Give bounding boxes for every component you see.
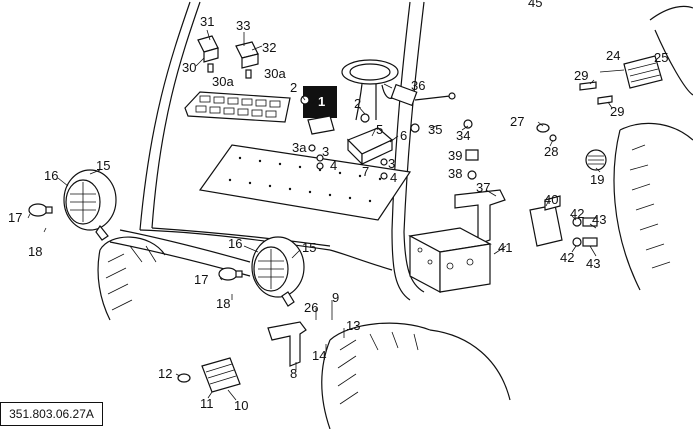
callout-3a: 3a — [292, 140, 307, 155]
side-lamp — [201, 357, 241, 393]
callout-27: 27 — [510, 114, 524, 129]
callout-42-b: 42 — [560, 250, 574, 265]
callout-30: 30 — [182, 60, 196, 75]
callout-4-a: 4 — [330, 158, 337, 173]
reflector — [585, 149, 607, 171]
bulb-27-28 — [536, 123, 557, 142]
callout-40: 40 — [544, 192, 558, 207]
callout-41: 41 — [498, 240, 512, 255]
leader-lines — [27, 29, 625, 401]
callout-14: 14 — [312, 348, 326, 363]
callout-35: 35 — [428, 122, 442, 137]
callout-29-b: 29 — [610, 104, 624, 119]
callout-42-a: 42 — [570, 206, 584, 221]
callout-45: 45 — [528, 0, 542, 10]
front-right-tyre — [321, 322, 511, 429]
bulb-right — [218, 267, 243, 281]
callout-30a-2: 30a — [264, 66, 286, 81]
callout-3-b: 3 — [322, 144, 329, 159]
callout-19: 19 — [590, 172, 604, 187]
callout-17-b: 17 — [194, 272, 208, 287]
callout-9: 9 — [332, 290, 339, 305]
callout-24: 24 — [606, 48, 620, 63]
callout-15-a: 15 — [96, 158, 110, 173]
bolt-42-43-bottom — [572, 237, 598, 247]
callout-43-a: 43 — [592, 212, 606, 227]
callout-26: 26 — [304, 300, 318, 315]
callout-6: 6 — [400, 128, 407, 143]
cab-frame — [109, 1, 425, 301]
callout-31: 31 — [200, 14, 214, 29]
bulb-12 — [177, 373, 191, 383]
fasteners — [300, 95, 479, 180]
steering-wheel — [341, 59, 399, 121]
callout-25: 25 — [654, 50, 668, 65]
callout-33: 33 — [236, 18, 250, 33]
callout-16-b: 16 — [228, 236, 242, 251]
callout-5: 5 — [376, 122, 383, 137]
headlight-right — [251, 236, 305, 307]
rear-lamp — [623, 55, 663, 89]
callout-29-a: 29 — [574, 68, 588, 83]
mounting-bracket — [454, 189, 506, 245]
callout-3-c: 3 — [388, 156, 395, 171]
callout-30a-1: 30a — [212, 74, 234, 89]
screws-29 — [579, 81, 613, 105]
bulb-left — [28, 203, 53, 217]
reference-code: 351.803.06.27A — [0, 402, 103, 426]
callout-12: 12 — [158, 366, 172, 381]
headlight-bracket — [267, 321, 307, 367]
callout-2-b: 2 — [354, 96, 361, 111]
fuse-box — [346, 127, 394, 166]
callout-2-a: 2 — [290, 80, 297, 95]
callout-8: 8 — [290, 366, 297, 381]
callout-16-a: 16 — [44, 168, 58, 183]
callout-10: 10 — [234, 398, 248, 413]
rocker-switch-left — [197, 35, 219, 73]
callout-28: 28 — [544, 144, 558, 159]
control-module — [529, 195, 563, 247]
switch-panel — [184, 91, 291, 123]
callout-18-a: 18 — [28, 244, 42, 259]
callout-17-a: 17 — [8, 210, 22, 225]
callout-1: 1 — [318, 94, 325, 109]
callout-15-b: 15 — [302, 240, 316, 255]
right-tyre — [613, 5, 693, 291]
callout-36: 36 — [411, 78, 425, 93]
callout-4-b: 4 — [390, 170, 397, 185]
callout-11: 11 — [200, 396, 214, 411]
callout-39: 39 — [448, 148, 462, 163]
front-left-tyre — [97, 236, 166, 321]
callout-34: 34 — [456, 128, 470, 143]
callout-labels: 31 33 32 30 30a 30a 45 24 25 29 29 36 2 … — [8, 0, 668, 413]
headlight-left — [63, 169, 117, 241]
bolt-42-43-top — [572, 217, 598, 227]
callout-13: 13 — [346, 318, 360, 333]
ignition-switch — [381, 83, 456, 107]
callout-43-b: 43 — [586, 256, 600, 271]
callout-7: 7 — [362, 164, 369, 179]
callout-18-b: 18 — [216, 296, 230, 311]
callout-37: 37 — [476, 180, 490, 195]
hydraulic-block — [408, 227, 492, 293]
callout-38: 38 — [448, 166, 462, 181]
callout-32: 32 — [262, 40, 276, 55]
rocker-switch-right — [235, 41, 259, 79]
